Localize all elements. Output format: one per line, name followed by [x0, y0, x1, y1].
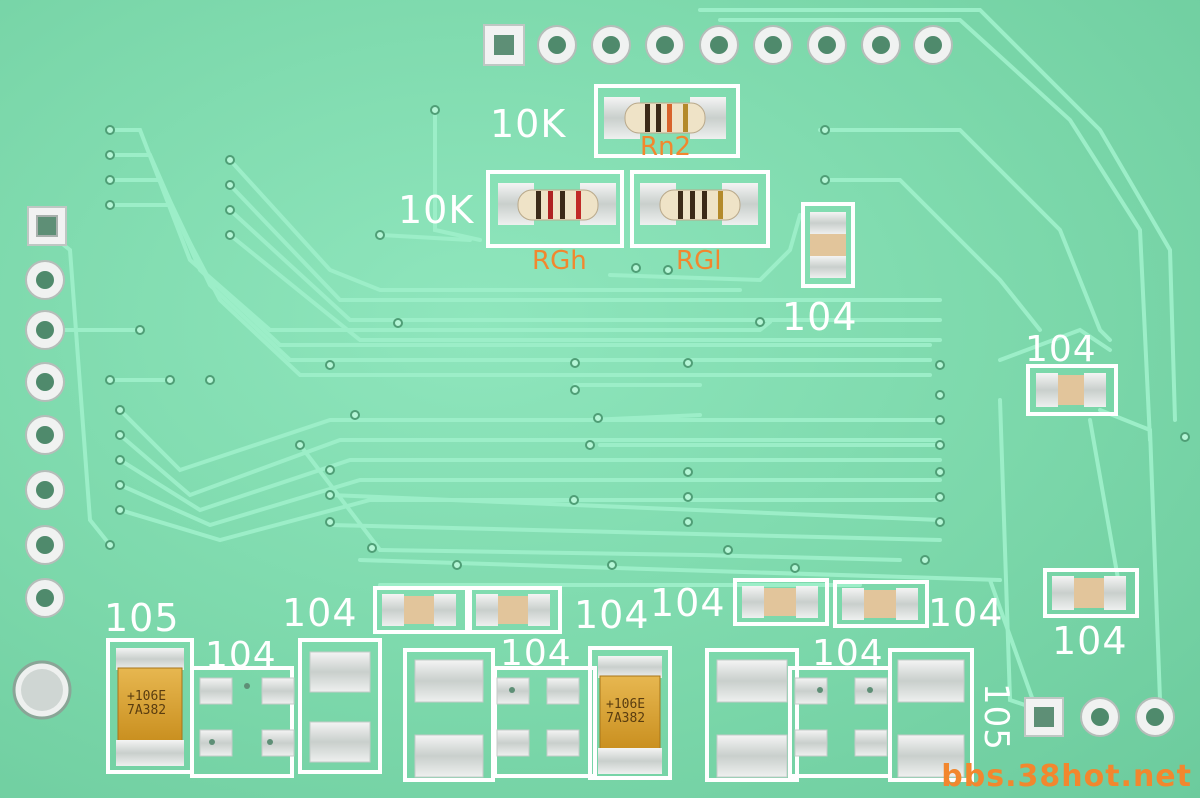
bottom-right-header-pins — [1024, 697, 1175, 737]
tantalum-marking-left-line1: +106E — [127, 689, 167, 704]
silk-label-104-b: 104 — [1025, 329, 1097, 370]
tantalum-marking-middle: +106E 7A382 — [606, 698, 645, 725]
tantalum-capacitor-middle — [598, 656, 662, 774]
silk-label-105-right: 105 — [975, 683, 1016, 751]
top-header-pins — [483, 24, 953, 66]
left-header-pins — [25, 206, 67, 618]
silk-label-104-f: 104 — [500, 633, 572, 674]
silk-label-104-a: 104 — [782, 295, 858, 339]
ref-label-rn2: Rn2 — [640, 132, 692, 162]
resistor-rgh — [498, 183, 616, 225]
silk-label-104-h: 104 — [650, 581, 726, 625]
silk-label-10k-rgh: 10K — [398, 188, 475, 232]
resistor-rgl — [640, 183, 758, 225]
watermark: bbs.38hot.net — [941, 759, 1192, 794]
silk-label-104-e: 104 — [282, 591, 358, 635]
tantalum-marking-middle-line2: 7A382 — [606, 710, 646, 726]
resistor-rn2 — [604, 97, 726, 139]
ceramic-capacitors — [382, 212, 1126, 626]
silk-label-104-d: 104 — [205, 635, 277, 676]
pad-vias — [209, 683, 873, 745]
silkscreen-outlines — [106, 84, 1139, 782]
silk-label-104-j: 104 — [928, 591, 1004, 635]
silk-label-10k-rn2: 10K — [490, 102, 567, 146]
silk-label-104-c: 104 — [1052, 619, 1128, 663]
via-group — [105, 105, 1190, 573]
ref-label-rgl: RGl — [676, 246, 722, 276]
tantalum-marking-middle-line1: +106E — [606, 697, 646, 712]
tantalum-capacitor-left — [116, 648, 184, 766]
ref-label-rgh: RGh — [532, 246, 587, 276]
empty-pads — [199, 651, 965, 778]
tantalum-marking-left-line2: 7A382 — [127, 702, 167, 718]
tantalum-marking-left: +106E 7A382 — [127, 690, 166, 717]
trace-group — [38, 8, 1177, 722]
silk-label-105-left: 105 — [104, 596, 180, 640]
silk-label-104-g: 104 — [574, 593, 650, 637]
silk-label-104-i: 104 — [812, 633, 884, 674]
